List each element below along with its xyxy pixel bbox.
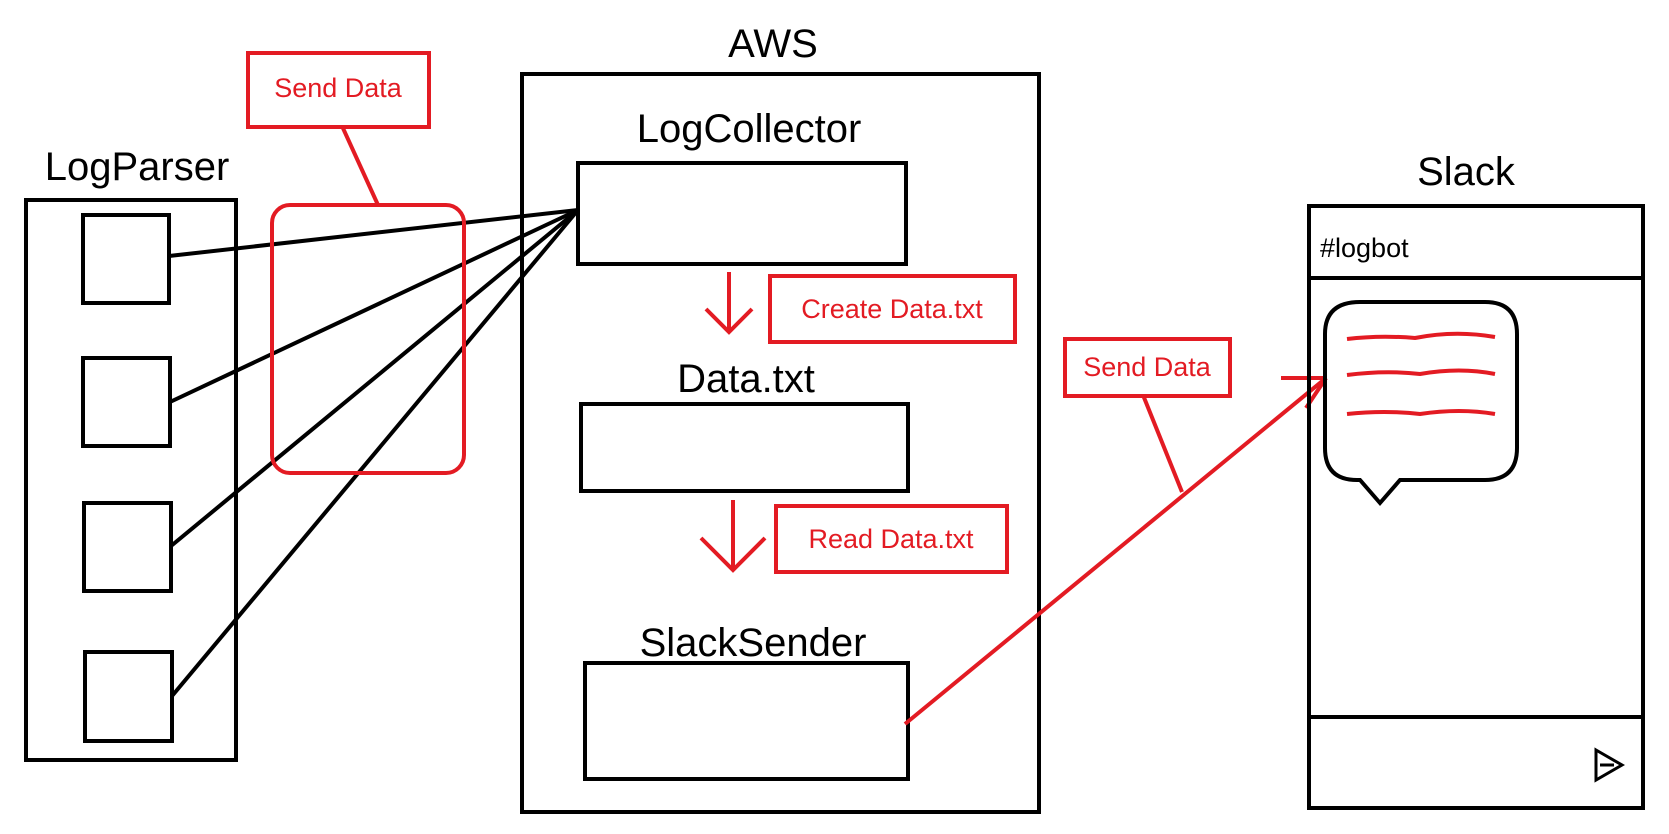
data-file-box xyxy=(579,402,910,493)
connection-line-3 xyxy=(169,208,580,548)
send-data-right-box xyxy=(1063,337,1232,398)
chat-bubble-icon xyxy=(1323,300,1519,507)
send-data-left-label: Send Data xyxy=(274,73,403,103)
slack-window xyxy=(1307,204,1645,810)
logparser-node-2 xyxy=(81,356,172,448)
logcollector-box xyxy=(576,161,908,266)
read-data-label: Read Data.txt xyxy=(808,524,974,554)
connection-line-1 xyxy=(168,208,579,258)
create-data-box xyxy=(768,274,1017,344)
send-data-right-label: Send Data xyxy=(1083,352,1212,382)
connection-line-2 xyxy=(169,208,579,404)
connection-line-4 xyxy=(170,208,580,698)
send-arrow-icon[interactable] xyxy=(1594,747,1626,783)
slack-title: Slack xyxy=(1417,150,1516,194)
parser-to-collector-lines xyxy=(168,208,580,698)
slack-channel-name: #logbot xyxy=(1320,233,1409,263)
slacksender-title: SlackSender xyxy=(640,621,867,665)
message-lines xyxy=(1346,331,1496,417)
read-data-box xyxy=(774,504,1009,574)
send-data-left-pointer xyxy=(340,125,380,206)
aws-title: AWS xyxy=(728,22,818,66)
create-data-label: Create Data.txt xyxy=(801,294,983,324)
logparser-title: LogParser xyxy=(45,145,230,189)
logparser-container xyxy=(24,198,238,762)
create-data-arrow-icon xyxy=(704,272,754,335)
send-data-left-box xyxy=(246,51,431,129)
logparser-node-1 xyxy=(81,213,171,305)
message-line-2 xyxy=(1346,368,1496,377)
data-file-title: Data.txt xyxy=(677,357,815,401)
logparser-node-4 xyxy=(83,650,174,743)
message-line-1 xyxy=(1346,331,1496,341)
logcollector-title: LogCollector xyxy=(637,107,862,151)
slacksender-box xyxy=(583,661,910,781)
message-line-3 xyxy=(1346,409,1496,417)
read-data-arrow-icon xyxy=(699,500,767,573)
send-data-highlight xyxy=(270,203,466,475)
send-data-right-pointer xyxy=(1141,394,1184,493)
logparser-node-3 xyxy=(82,501,173,593)
aws-container xyxy=(520,72,1041,814)
